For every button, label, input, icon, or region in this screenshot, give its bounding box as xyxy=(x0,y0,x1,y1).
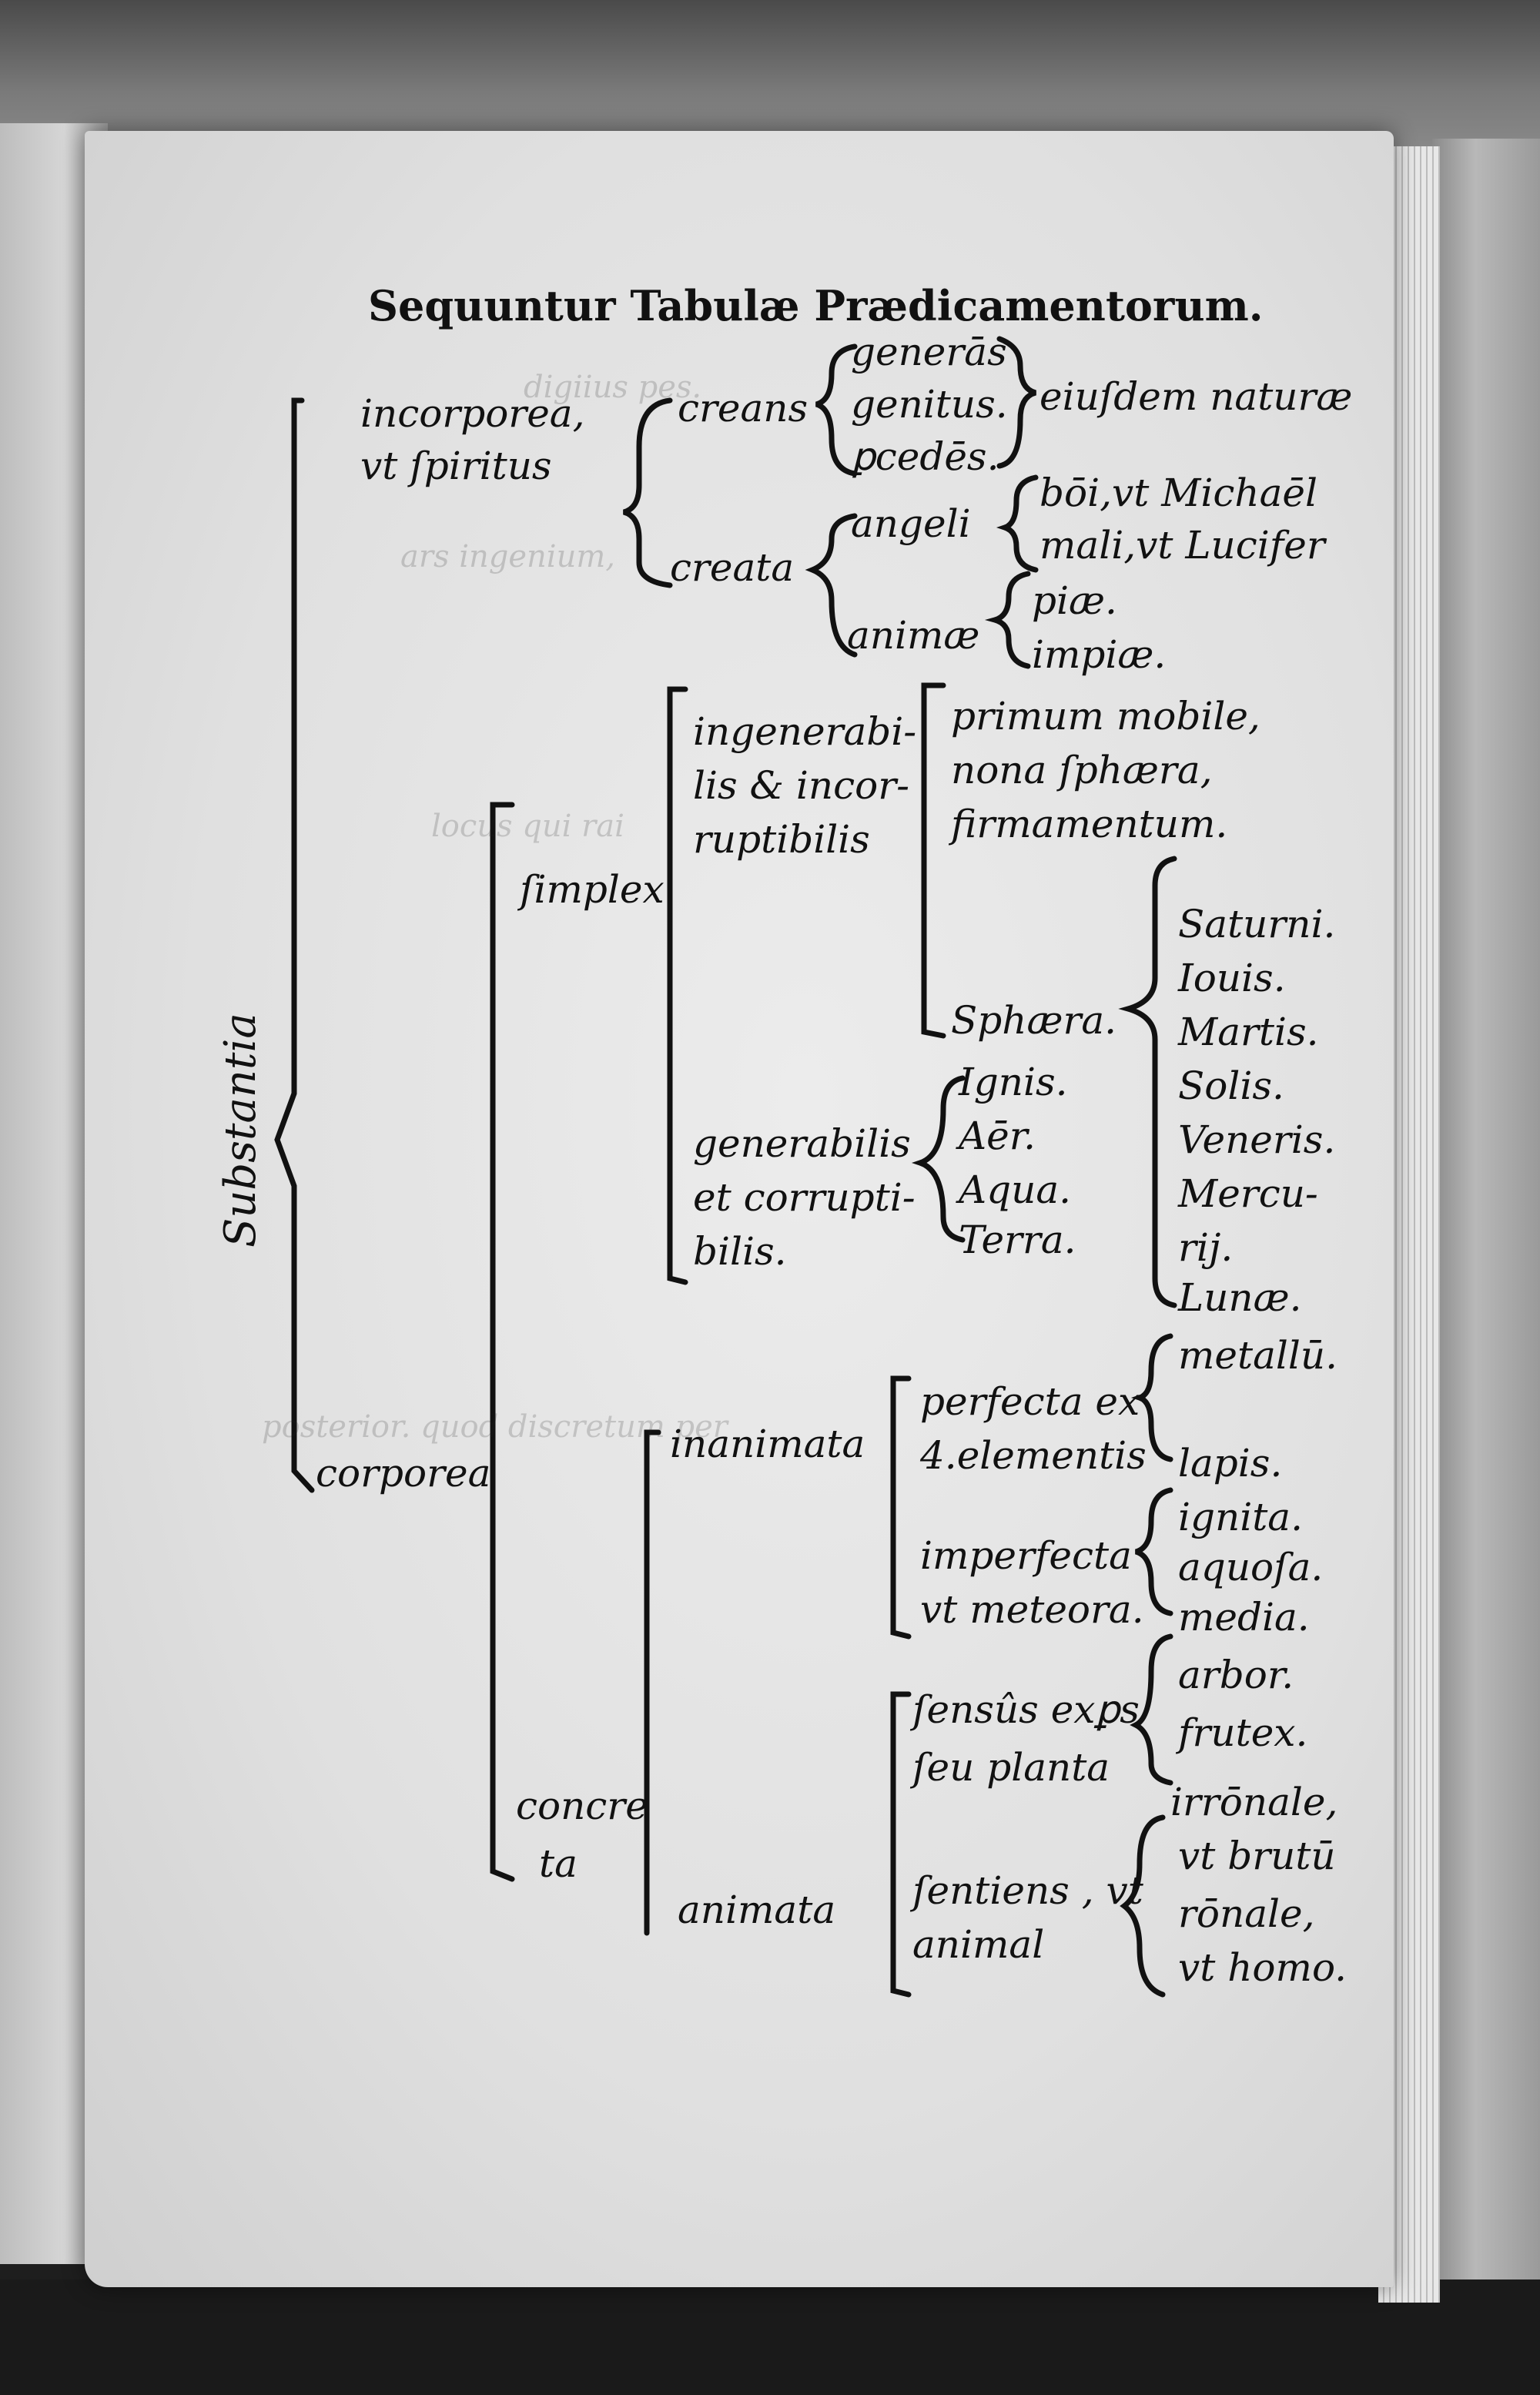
planet-item: Iouis. xyxy=(1178,956,1286,1000)
show-through-text: ars ingenium, xyxy=(400,539,616,574)
generabilis-label: et corrupti- xyxy=(693,1175,916,1220)
creans-label: creans xyxy=(678,386,808,430)
animata-label: animata xyxy=(678,1888,836,1932)
planet-item: Saturni. xyxy=(1178,902,1336,946)
concreta-bracket xyxy=(644,1429,661,1936)
scan-background-right xyxy=(1432,139,1540,2295)
imperfecta-item: aquoſa. xyxy=(1178,1545,1324,1589)
planet-item: Mercu- xyxy=(1178,1171,1318,1216)
corporea-label: corporea xyxy=(316,1451,491,1496)
planta-item: arbor. xyxy=(1178,1653,1294,1697)
generabilis-label: bilis. xyxy=(693,1229,787,1274)
heaven-item: primum mobile, xyxy=(951,694,1260,739)
ingenerabilis-bracket xyxy=(921,682,946,1039)
show-through-text: digiius pes. xyxy=(524,370,702,405)
simplex-label: ſimplex xyxy=(520,867,665,912)
perfecta-label: 4.elementis xyxy=(920,1433,1147,1478)
generabilis-label: generabilis xyxy=(693,1121,911,1166)
ingenerabilis-label: ingenerabi- xyxy=(693,709,917,754)
eiusdem-note: eiuſdem naturæ xyxy=(1040,374,1353,419)
animae-brace xyxy=(984,571,1031,669)
element-item: Aēr. xyxy=(959,1114,1036,1158)
sentiens-brace xyxy=(1120,1814,1166,1998)
incorporea-label-2: vt ſpiritus xyxy=(360,444,552,488)
perfecta-label: perfecta ex xyxy=(920,1379,1140,1424)
show-through-text: locus qui rai xyxy=(431,809,624,844)
imperfecta-item: media. xyxy=(1178,1595,1310,1640)
sphaera-brace xyxy=(1118,856,1177,1308)
book-page xyxy=(85,131,1394,2287)
show-through-text: posterior. quod discretum per xyxy=(262,1409,728,1445)
animata-bracket xyxy=(890,1691,912,1998)
planta-label: ſeu planta xyxy=(912,1745,1110,1790)
main-bracket xyxy=(274,397,315,1493)
perfecta-brace xyxy=(1130,1333,1173,1462)
planet-item: Martis. xyxy=(1178,1010,1319,1054)
imperfecta-item: ignita. xyxy=(1178,1495,1303,1539)
angeli-item: mali,vt Lucifer xyxy=(1040,523,1325,568)
imperfecta-brace xyxy=(1134,1487,1173,1616)
concreta-label-2: ta xyxy=(539,1841,578,1886)
heaven-item: firmamentum. xyxy=(951,802,1228,846)
sentiens-item: vt brutū xyxy=(1178,1834,1336,1878)
page-title: Sequuntur Tabulæ Prædicamentorum. xyxy=(368,281,1264,330)
eiusdem-brace xyxy=(996,336,1037,469)
incorporea-label: incorporea, xyxy=(360,391,585,436)
animae-label: animæ xyxy=(847,613,980,658)
element-item: Terra. xyxy=(959,1218,1076,1262)
planet-item: Lunæ. xyxy=(1178,1275,1302,1320)
sentiens-label: ſentiens , vt xyxy=(912,1868,1143,1913)
imperfecta-label: imperfecta xyxy=(920,1533,1132,1578)
creans-item: genitus. xyxy=(851,382,1008,427)
planta-brace xyxy=(1130,1633,1173,1786)
scan-background-top xyxy=(0,0,1540,154)
angeli-label: angeli xyxy=(851,501,971,546)
animae-item: impiæ. xyxy=(1032,632,1167,677)
substantia-label: Substantia xyxy=(216,1013,266,1248)
angeli-brace xyxy=(996,474,1039,573)
creans-item: generās xyxy=(851,330,1007,374)
sentiens-item: irrōnale, xyxy=(1170,1780,1338,1824)
element-item: Aqua. xyxy=(959,1167,1072,1212)
inanimata-bracket xyxy=(890,1375,912,1640)
planet-item: Solis. xyxy=(1178,1064,1284,1108)
sphaera-label: Sphæra. xyxy=(951,998,1117,1043)
corporea-bracket xyxy=(490,802,515,1882)
planta-label: ſensûs exꝑs xyxy=(912,1687,1140,1732)
planta-item: frutex. xyxy=(1178,1710,1308,1755)
creata-brace xyxy=(805,513,858,658)
animae-item: piæ. xyxy=(1032,578,1117,623)
planet-item: Veneris. xyxy=(1178,1117,1336,1162)
ingenerabilis-label: lis & incor- xyxy=(693,763,910,808)
perfecta-item: metallū. xyxy=(1178,1333,1337,1378)
perfecta-item: lapis. xyxy=(1178,1441,1283,1486)
sentiens-item: rōnale, xyxy=(1178,1891,1315,1936)
elements-brace xyxy=(911,1075,966,1243)
angeli-item: bōi,vt Michaēl xyxy=(1040,471,1318,515)
imperfecta-label: vt meteora. xyxy=(920,1587,1144,1632)
simplex-bracket xyxy=(667,686,688,1285)
incorporea-brace xyxy=(622,397,673,588)
planet-item: rij. xyxy=(1178,1225,1234,1270)
element-item: Ignis. xyxy=(959,1060,1068,1104)
creans-item: ꝑcedēs. xyxy=(851,434,999,479)
creans-brace xyxy=(815,343,858,477)
sentiens-label: animal xyxy=(912,1922,1045,1967)
heaven-item: nona ſphæra, xyxy=(951,748,1213,792)
inanimata-label: inanimata xyxy=(670,1422,865,1466)
concreta-label: concre xyxy=(516,1784,648,1828)
scan-background-bottom xyxy=(0,2279,1540,2395)
ingenerabilis-label: ruptibilis xyxy=(693,817,870,862)
sentiens-item: vt homo. xyxy=(1178,1945,1348,1990)
creata-label: creata xyxy=(670,545,795,590)
